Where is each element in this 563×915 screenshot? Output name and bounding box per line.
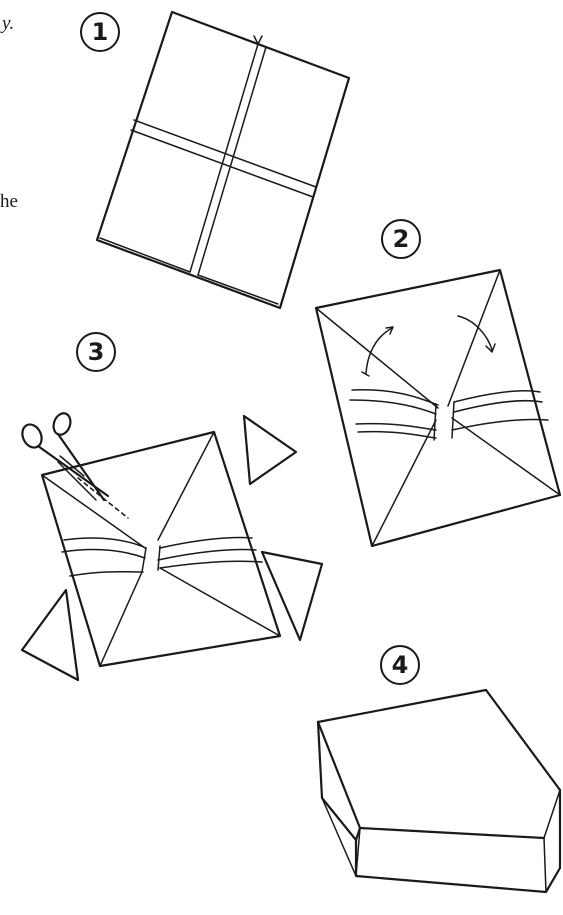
scissors-icon (19, 411, 108, 500)
step-4-finished-stand-illustration (318, 690, 560, 892)
step-2-diagonal-folds-illustration (316, 270, 560, 546)
step-1-folded-paper-illustration (97, 12, 349, 308)
step-3-cutting-corners-illustration (19, 411, 322, 680)
